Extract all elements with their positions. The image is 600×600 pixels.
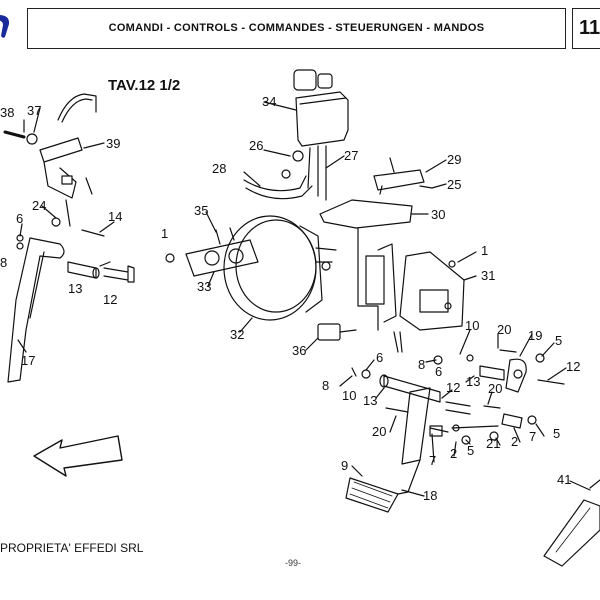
part-label-28: 28 (212, 161, 227, 176)
part-label-20: 20 (497, 322, 512, 337)
brand-logo-icon (0, 14, 10, 38)
part-label-12: 12 (103, 292, 118, 307)
part-label-36: 36 (292, 343, 307, 358)
part-label-32: 32 (230, 327, 245, 342)
part-label-34: 34 (262, 94, 277, 109)
page-number-box: 11 (572, 8, 600, 49)
part-label-33: 33 (197, 279, 212, 294)
part-label-10: 10 (465, 318, 480, 333)
part-label-24: 24 (32, 198, 47, 213)
part-label-13: 13 (363, 393, 378, 408)
page-number: 11 (579, 17, 600, 39)
part-label-8: 8 (418, 357, 426, 372)
part-label-20: 20 (488, 381, 503, 396)
part-label-12: 12 (446, 380, 461, 395)
part-label-6: 6 (376, 350, 384, 365)
part-label-35: 35 (194, 203, 209, 218)
part-label-7: 7 (429, 453, 437, 468)
part-label-31: 31 (481, 268, 496, 283)
footer-page-number: -99- (285, 558, 302, 568)
part-label-19: 19 (528, 328, 543, 343)
part-label-8: 8 (0, 255, 8, 270)
part-label-13: 13 (68, 281, 83, 296)
part-label-2: 2 (450, 446, 458, 461)
part-label-18: 18 (423, 488, 438, 503)
part-label-17: 17 (21, 353, 36, 368)
part-label-14: 14 (108, 209, 123, 224)
part-label-29: 29 (447, 152, 462, 167)
part-label-6: 6 (435, 364, 443, 379)
part-label-6: 6 (16, 211, 24, 226)
part-label-5: 5 (555, 333, 563, 348)
part-label-25: 25 (447, 177, 462, 192)
part-label-1: 1 (481, 243, 489, 258)
part-label-9: 9 (341, 458, 349, 473)
section-title: COMANDI - CONTROLS - COMMANDES - STEUERU… (108, 22, 485, 34)
part-label-26: 26 (249, 138, 264, 153)
part-label-1: 1 (161, 226, 169, 241)
header-box: COMANDI - CONTROLS - COMMANDES - STEUERU… (27, 8, 566, 49)
part-label-2: 2 (511, 434, 519, 449)
part-label-41: 41 (557, 472, 572, 487)
part-label-21: 21 (486, 436, 501, 451)
part-label-37: 37 (27, 103, 42, 118)
part-label-39: 39 (106, 136, 121, 151)
part-label-13: 13 (466, 374, 481, 389)
part-label-7: 7 (529, 429, 537, 444)
owner-notice: PROPRIETA' EFFEDI SRL (0, 541, 144, 555)
part-label-38: 38 (0, 105, 15, 120)
part-label-8: 8 (322, 378, 330, 393)
part-label-20: 20 (372, 424, 387, 439)
part-label-30: 30 (431, 207, 446, 222)
table-reference: TAV.12 1/2 (108, 77, 181, 94)
part-label-10: 10 (342, 388, 357, 403)
part-label-12: 12 (566, 359, 581, 374)
part-label-27: 27 (344, 148, 359, 163)
part-label-5: 5 (553, 426, 561, 441)
part-label-5: 5 (467, 443, 475, 458)
